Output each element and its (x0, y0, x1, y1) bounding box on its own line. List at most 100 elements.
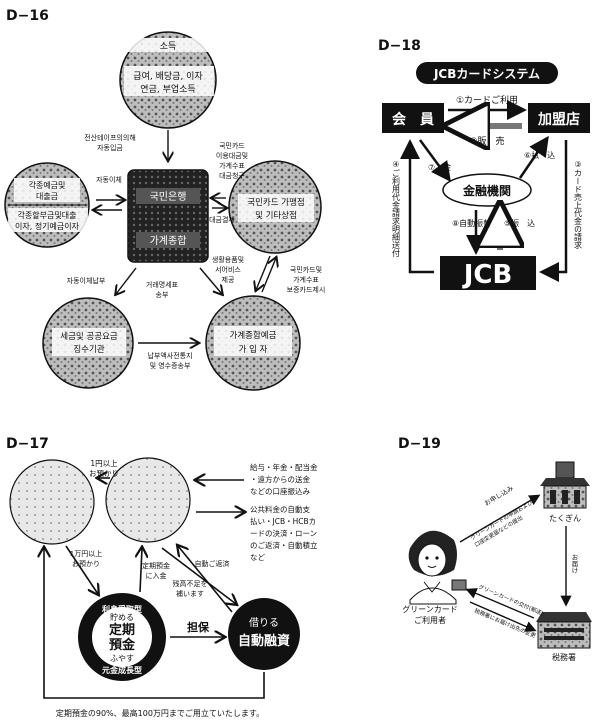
d18-label: D−18 (378, 38, 421, 54)
d16-center-text-0: 국민은행 (150, 191, 187, 203)
d17-a2-1: に入金 (146, 571, 167, 580)
d16-note-tape-0: 전산테이프의의해 (84, 133, 136, 142)
d19-label: D−19 (398, 436, 441, 452)
d16-note-tax-0: 거래명세표 (146, 280, 179, 289)
d16-note-check-0: 국민카드및 (290, 265, 322, 274)
d17-list2-3: のご返済・自動積立 (250, 540, 318, 550)
d19-tax: 税務署 (552, 652, 576, 662)
d18-title: JCBカードシステム (433, 67, 540, 81)
d16-center-text-1: 가계종합 (150, 235, 187, 247)
d17-a3-0: 自動ご返済 (195, 559, 230, 568)
d18-step-5: ⑤振 込 (504, 218, 535, 228)
d16-note-card-2: 가계수표 (219, 161, 245, 170)
diagram-d19: D−19 たくぎん 税務署 グリーンカード ご利用 (398, 436, 592, 662)
d17-a4-1: 補います (176, 589, 204, 598)
d17-a1-0: 1万円以上 (70, 549, 102, 558)
d17-label: D−17 (6, 436, 49, 452)
d16-top-circle: 소득 급여, 배당금, 이자 연금, 부업소득 (119, 31, 217, 129)
d17-a4-0: 残高不足を (173, 579, 208, 588)
d18-step-use: ①カードご利用 (456, 94, 518, 106)
d17-list2-0: 公共料金の自動支 (250, 504, 310, 514)
d18-member: 会 員 (392, 111, 434, 128)
d18-title-pill (416, 62, 558, 84)
d17-list1-0: 給与・年金・配当金 (250, 462, 318, 472)
d18-step-8: ⑧自動振替 (452, 218, 491, 228)
d19-bank-building-icon (540, 461, 590, 509)
d16-left-text-1: 대출금 (36, 191, 58, 201)
d16-arrows (94, 130, 276, 343)
d16-bl-text-1: 징수기관 (73, 344, 104, 355)
d17-footer: 定期預金の90%、最高100万円までご用立ていたします。 (56, 708, 264, 718)
d16-note-card-1: 이용대금및 (216, 151, 248, 160)
d16-note-tax-1: 송부 (156, 291, 169, 299)
d19-user-0: グリーンカード (402, 604, 458, 614)
d19-n1: お申し込み (482, 483, 515, 508)
d16-bottom-right-circle: 가계종합예금 가 입 자 (205, 295, 301, 391)
d18-step-3: ③カード売上代金の請求 (574, 160, 583, 249)
d17-dep-line1: 貯める (110, 612, 134, 622)
d16-bl-text-0: 세금및 공공요금 (60, 331, 118, 342)
d17-loan-line2: 自動融資 (238, 633, 290, 649)
d17-a1-1: お預かり (72, 559, 100, 568)
d17-list2-4: など (250, 553, 265, 562)
d17-list1-1: ・遠方からの送金 (250, 474, 310, 484)
d17-dep-line4: ふやす (110, 654, 134, 663)
d17-dep-line3: 預金 (109, 637, 136, 653)
d16-left-text-2: 각종할부금및대출 (18, 210, 77, 220)
d18-member-box (382, 103, 444, 133)
d16-right-text-1: 및 기타상점 (255, 210, 297, 221)
d17-a2-0: 定期預金 (142, 561, 170, 570)
d16-note-tape-1: 자동입금 (97, 143, 123, 152)
d16-note-receipt-0: 납부액사전통지 (147, 351, 192, 360)
d18-step-sale: ②販 売 (469, 135, 504, 147)
d17-loan-badge: 借りる 自動融資 (228, 598, 300, 670)
d19-n3: お届け (570, 554, 578, 574)
d18-step-7: ⑦入金 (428, 162, 451, 172)
d18-step-4: ④ご利用代金請求明細送付 (392, 160, 401, 258)
d17-list2-1: 払い・JCB・HCBカ (250, 516, 316, 526)
d17-note1-1: お預かり (89, 469, 119, 478)
d17-ring-bottom: 元金成長型 (102, 665, 142, 675)
d17-ring-top: 利息受取型 (101, 604, 142, 614)
d16-label: D−16 (6, 8, 49, 24)
diagram-d17: D−17 利息受取型 貯める 定期 預金 ふやす 元金成長型 借りる 自動融資 (6, 436, 318, 718)
d16-top-text-0: 소득 (160, 41, 177, 52)
d16-top-text-2: 연금, 부업소득 (140, 84, 195, 95)
d17-list1-2: などの口座振込み (250, 486, 310, 496)
d17-dep-line2: 定期 (108, 622, 135, 638)
d18-store-box (528, 103, 590, 133)
d16-note-goods-1: 서어비스 (215, 265, 241, 274)
d16-br-text-1: 가 입 자 (239, 345, 268, 355)
d17-list2-2: ードの決済・ローン (250, 528, 317, 538)
d17-arrows (44, 478, 265, 699)
d18-store: 加盟店 (537, 111, 580, 128)
d19-user-icon (408, 530, 467, 605)
diagram-d16: D−16 소득 급여, 배당금, 이자 연금, 부업소득 각종예금및 대출금 각… (4, 8, 326, 391)
d16-note-card-3: 대금청구 (219, 172, 245, 180)
d17-guarantee: 担保 (187, 620, 210, 634)
d19-n5: 税務署にお届け出先の変更 (473, 606, 537, 639)
d16-left-circle: 각종예금및 대출금 각종할부금및대출 이자, 정기예금이자 (4, 162, 90, 248)
d16-note-check-1: 가계수표 (293, 275, 319, 284)
d16-note-goods-2: 제공 (222, 276, 235, 284)
d18-step-6: ⑥払 込 (524, 150, 555, 160)
d19-n4: グリーンカードの交付(郵送) (477, 582, 545, 617)
d18-jcb-box (440, 256, 536, 290)
diagram-d18: D−18 JCBカードシステム 会 員 加盟店 金融機関 JCB ①カードご利用… (378, 38, 590, 290)
d16-note-auto-transfer: 자동이체 (96, 175, 122, 184)
d19-arrows (459, 494, 572, 632)
d16-right-circle: 국민카드 가맹점 및 기타상점 (228, 160, 322, 254)
d17-deposit-badge: 利息受取型 貯める 定期 預金 ふやす 元金成長型 (78, 593, 166, 681)
d17-ordinary-circle (9, 459, 95, 545)
d17-note1-0: 1円以上 (90, 459, 118, 468)
d17-general-circle (105, 457, 191, 543)
d16-note-check-2: 보증카드제시 (287, 285, 326, 294)
d18-arrows (400, 100, 568, 282)
d16-note-card-0: 국민카드 (219, 141, 245, 150)
d16-note-auto-pay: 자동이체납부 (67, 276, 106, 285)
d16-left-text-3: 이자, 정기예금이자 (15, 221, 80, 231)
d16-note-receipt-1: 및 영수증송부 (150, 361, 191, 370)
d16-center-box: 국민은행 가계종합 (127, 169, 209, 263)
d19-n2-0: グリーンカードの申請および (469, 498, 535, 542)
